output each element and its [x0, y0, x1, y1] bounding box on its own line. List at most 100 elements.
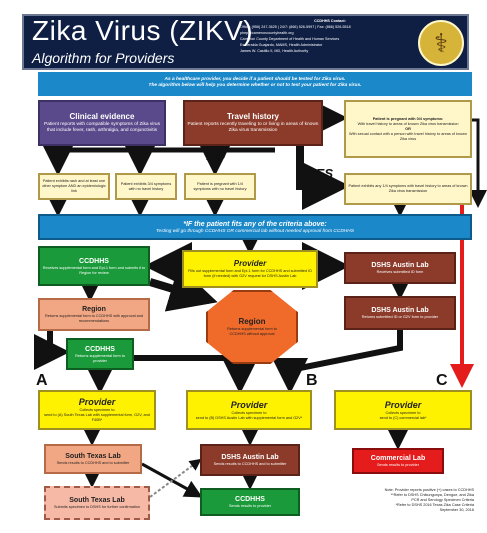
- caduceus-icon: ⚕: [433, 27, 449, 58]
- criteria-banner-title: *IF the patient fits any of the criteria…: [183, 220, 327, 228]
- region-no-approval-octagon: Region Returns supplemental form to CCDH…: [206, 290, 298, 364]
- ccdhhs-heading: CCDHHS: [85, 345, 115, 353]
- arrow: [272, 330, 403, 394]
- criteria-text: Patient is pregnant with 1/4 symptoms wi…: [193, 181, 247, 191]
- arrow: [34, 331, 70, 370]
- provider-text: Fills out supplemental form and Epi-1 fo…: [188, 269, 312, 278]
- ccdhhs-text: Sends results to provider: [229, 504, 271, 508]
- lab-text: Sends results to CCDHHS and to submitter: [213, 462, 287, 466]
- dshs-receive-box: DSHS Austin Lab Receives submitted ID fo…: [344, 252, 456, 284]
- region-oct-heading: Region: [238, 317, 266, 326]
- dshs-return-box: DSHS Austin Lab Returns submitted ID or …: [344, 296, 456, 330]
- lab-heading: South Texas Lab: [69, 497, 125, 504]
- contact-line: phep@cameroncountyhealth.org: [240, 31, 294, 35]
- footnote-block: Note: Provider reports positive (+) case…: [334, 488, 474, 513]
- provider-text: send to (C) commercial lab*: [379, 415, 427, 420]
- dshs-text: Receives submitted ID form: [376, 270, 424, 274]
- arrow: [296, 146, 350, 210]
- region-text: Returns supplemental form to CCDHHS with…: [45, 314, 143, 323]
- footnote-line: Note: Provider reports positive (+) case…: [384, 488, 474, 492]
- criteria-box-rash: Patient exhibits rash and at least one o…: [38, 173, 110, 200]
- footnote-line: **Refer to DSHS Chikungunya, Dengue, and…: [390, 493, 474, 497]
- provider-text: Collects specimen to: [231, 410, 267, 415]
- dshs-heading: DSHS Austin Lab: [371, 307, 429, 314]
- footnote-line: PCR and Serology Specimen Criteria: [411, 498, 474, 502]
- ccdhhs-heading: CCDHHS: [235, 496, 265, 503]
- provider-text: Collects specimen to: [79, 408, 115, 412]
- criteria-box-three-symptoms: Patient exhibits 3/4 symptoms with no tr…: [115, 173, 177, 200]
- dshs-text: Returns submitted ID or G2V form to prov…: [361, 315, 439, 319]
- ccdhhs-heading: CCDHHS: [79, 257, 109, 265]
- provider-heading: Provider: [384, 399, 422, 410]
- provider-text: Collects specimen to: [385, 410, 421, 415]
- path-letter-b: B: [306, 372, 318, 389]
- provider-heading: Provider: [230, 399, 268, 410]
- pregnant-line: With sexual contact with a person with t…: [349, 131, 467, 141]
- contact-title: CCDHHS Contact:: [314, 19, 346, 23]
- pregnant-line: With travel history to areas of known Zi…: [357, 121, 459, 126]
- criteria-text: Patient exhibits rash and at least one o…: [42, 179, 106, 193]
- criteria-box-any-symptoms: Patient exhibits any 1/4 symptoms with t…: [344, 173, 472, 205]
- provider-a-box: Provider Collects specimen to send to (A…: [38, 390, 156, 430]
- travel-heading: Travel history: [226, 112, 280, 121]
- criteria-text: Patient exhibits any 1/4 symptoms with t…: [348, 184, 468, 193]
- provider-b-box: Provider Collects specimen to send to (B…: [186, 390, 312, 430]
- lab-heading: South Texas Lab: [65, 453, 121, 460]
- clinical-heading: Clinical evidence: [69, 112, 135, 121]
- provider-fill-forms-box: Provider Fills out supplemental form and…: [182, 250, 318, 288]
- lab-text: Sends results to CCDHHS and to submitter: [56, 461, 130, 465]
- lab-text: Submits specimen to DSHS for further con…: [53, 505, 141, 509]
- commercial-lab-box: Commercial Lab Sends results to provider: [352, 448, 444, 474]
- ccdhhs-text: Returns supplemental form to provider: [75, 353, 125, 363]
- header-panel: [22, 14, 469, 70]
- path-letter-a: A: [36, 372, 48, 389]
- provider-text: send to (A) South Texas Lab with supplem…: [44, 413, 150, 422]
- page-subtitle: Algorithm for Providers: [32, 50, 175, 66]
- dshs-austin-lab-box: DSHS Austin Lab Sends results to CCDHHS …: [200, 444, 300, 476]
- criteria-banner: *IF the patient fits any of the criteria…: [38, 214, 472, 240]
- yes-label: YES: [307, 166, 334, 181]
- contact-line: Esmeralda Guajardo, MAMS, Health Adminis…: [240, 43, 323, 47]
- lab-heading: Commercial Lab: [370, 455, 426, 462]
- arrow: [469, 118, 487, 208]
- contact-line: James W. Castillo II, MD, Health Authori…: [240, 49, 309, 53]
- region-heading: Region: [82, 306, 106, 313]
- ccdhhs-receive-box: CCDHHS Receives supplemental form and Ep…: [38, 246, 150, 286]
- criteria-banner-text: Testing will go through CCDHHS OR commer…: [156, 228, 354, 234]
- intro-line: As a healthcare provider, you decide if …: [164, 77, 346, 82]
- provider-heading: Provider: [78, 397, 116, 407]
- intro-banner: As a healthcare provider, you decide if …: [38, 72, 472, 96]
- region-oct-text: Returns supplemental form to CCDHHS with…: [227, 327, 277, 336]
- ccdhhs-text: Receives supplemental form and Epi-1 for…: [42, 265, 146, 275]
- south-texas-lab-forward-box: South Texas Lab Submits specimen to DSHS…: [44, 486, 150, 520]
- clinical-evidence-box: Clinical evidence Patient reports with c…: [38, 100, 166, 146]
- contact-block: CCDHHS Contact: Office: (956) 247-3625 |…: [240, 18, 420, 54]
- arrow: [149, 458, 202, 498]
- contact-line: Cameron County Department of Health and …: [240, 37, 340, 41]
- lab-heading: DSHS Austin Lab: [221, 454, 279, 461]
- intro-line: The algorithm below will help you determ…: [148, 83, 362, 88]
- footnote-line: *Refer to DSHS 2016 Texas Zika Case Crit…: [395, 503, 474, 507]
- page-title: Zika Virus (ZIKV): [32, 15, 254, 46]
- ccdhhs-return-box: CCDHHS Returns supplemental form to prov…: [66, 338, 134, 370]
- arrow: [134, 355, 258, 394]
- pregnant-travel-box: Patient is pregnant with 0/4 symptoms: W…: [344, 100, 472, 158]
- criteria-text: Patient exhibits 3/4 symptoms with no tr…: [120, 181, 172, 191]
- pregnant-or: OR: [405, 126, 411, 131]
- footnote-date: September 30, 2016: [439, 508, 474, 512]
- travel-history-box: Travel history Patient reports recently …: [183, 100, 323, 146]
- path-letter-c: C: [436, 372, 448, 389]
- county-seal-logo: ⚕: [418, 20, 464, 66]
- ccdhhs-results-box: CCDHHS Sends results to provider: [200, 488, 300, 516]
- south-texas-lab-box: South Texas Lab Sends results to CCDHHS …: [44, 444, 142, 474]
- provider-heading: Provider: [233, 259, 267, 268]
- arrow: [141, 462, 203, 498]
- provider-text: send to (B) DSHS Austin Lab with supplem…: [195, 415, 303, 420]
- travel-text: Patient reports recently traveling to or…: [187, 122, 319, 133]
- pregnant-line: Patient is pregnant with 0/4 symptoms:: [372, 116, 444, 121]
- provider-c-box: Provider Collects specimen to send to (C…: [334, 390, 472, 430]
- dshs-heading: DSHS Austin Lab: [371, 262, 429, 269]
- region-approval-box: Region Returns supplemental form to CCDH…: [38, 298, 150, 331]
- lab-text: Sends results to provider: [377, 463, 419, 467]
